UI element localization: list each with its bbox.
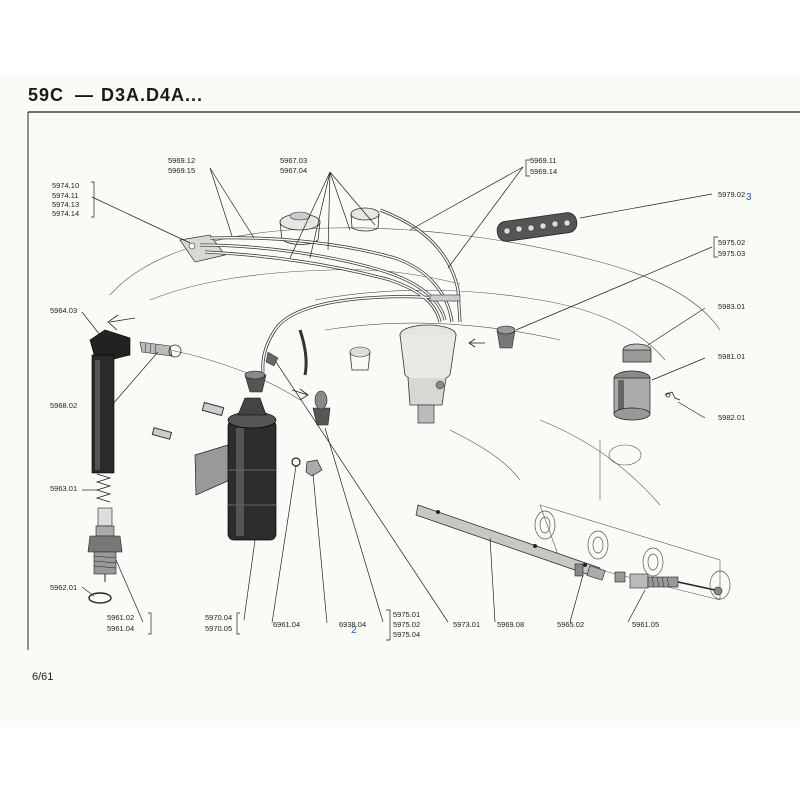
ref-5964-03: 5964.03 bbox=[50, 306, 77, 315]
model-code: 59C bbox=[28, 85, 64, 105]
catalog-sheet bbox=[0, 75, 800, 727]
part-reference-labels: 5969.12 5969.15 5967.03 5967.04 5969.11 … bbox=[50, 156, 745, 639]
ref-5983-01: 5983.01 bbox=[718, 302, 745, 311]
ref-5969-15: 5969.15 bbox=[168, 166, 195, 175]
spark-plug bbox=[87, 507, 123, 582]
coil-boot bbox=[244, 370, 267, 393]
ref-5974-14: 5974.14 bbox=[52, 209, 79, 218]
ref-5974-13: 5974.13 bbox=[52, 200, 79, 209]
ref-5969-12: 5969.12 bbox=[168, 156, 195, 165]
pointer-arrow-coil bbox=[291, 389, 309, 396]
ref-5969-08: 5969.08 bbox=[497, 620, 524, 629]
header-separator: — bbox=[75, 85, 94, 105]
ref-5963-01: 5963.01 bbox=[50, 484, 77, 493]
ref-5965-02: 5965.02 bbox=[557, 620, 584, 629]
handwritten-mark-3: 3 bbox=[746, 192, 752, 203]
ref-5975-03: 5975.03 bbox=[718, 249, 745, 258]
multi-pin-connector bbox=[613, 343, 652, 421]
ref-5975-01: 5975.01 bbox=[393, 610, 420, 619]
ref-5961-05: 5961.05 bbox=[632, 620, 659, 629]
ref-5974-10: 5974.10 bbox=[52, 181, 79, 190]
ref-5975-02-top: 5975.02 bbox=[718, 238, 745, 247]
distributor-cap-boot bbox=[468, 325, 516, 349]
lead-end-boot bbox=[265, 351, 279, 367]
glow-plug bbox=[614, 571, 723, 596]
mounting-stud bbox=[151, 401, 225, 440]
ref-5969-11: 5969.11 bbox=[530, 156, 557, 165]
star-washer bbox=[291, 457, 301, 467]
coil-boot-2 bbox=[312, 390, 331, 426]
ref-5969-14: 5969.14 bbox=[530, 167, 557, 176]
distributor bbox=[399, 324, 457, 424]
ref-5962-01: 5962.01 bbox=[50, 583, 77, 592]
lead-separator-comb bbox=[496, 212, 578, 242]
ref-5967-04: 5967.04 bbox=[280, 166, 307, 175]
lead-separator-clip bbox=[429, 294, 461, 302]
page-number: 6/61 bbox=[32, 671, 53, 683]
hex-nut bbox=[305, 459, 323, 477]
ref-5968-02: 5968.02 bbox=[50, 401, 77, 410]
ref-5961-04: 5961.04 bbox=[107, 624, 134, 633]
ref-5973-01: 5973.01 bbox=[453, 620, 480, 629]
plug-washer bbox=[88, 592, 112, 604]
handwritten-mark-2: 2 bbox=[351, 625, 357, 636]
ref-5982-01: 5982.01 bbox=[718, 413, 745, 422]
ref-5975-04: 5975.04 bbox=[393, 630, 420, 639]
oil-filler-cap bbox=[279, 211, 321, 245]
ref-5981-01: 5981.01 bbox=[718, 352, 745, 361]
left-cable-clip bbox=[179, 234, 226, 263]
ref-6938-04: 6938.04 bbox=[339, 620, 366, 629]
ref-5967-03: 5967.03 bbox=[280, 156, 307, 165]
leader-lines bbox=[81, 159, 718, 641]
contact-spring bbox=[95, 473, 112, 503]
suppressor bbox=[139, 341, 182, 358]
ref-5970-05: 5970.05 bbox=[205, 624, 232, 633]
ref-5975-02-bottom: 5975.02 bbox=[393, 620, 420, 629]
ignition-coil bbox=[194, 397, 277, 541]
model-list: D3A.D4A... bbox=[101, 85, 203, 105]
pointer-arrow-upper bbox=[109, 317, 136, 323]
glow-plug-bores bbox=[534, 510, 731, 600]
bus-bar-nut bbox=[574, 563, 606, 581]
ref-5979-02: 5979.02 bbox=[718, 190, 745, 199]
glow-plug-bus-bar bbox=[415, 504, 601, 579]
ref-5961-02: 5961.02 bbox=[107, 613, 134, 622]
spark-plug-connector bbox=[89, 329, 131, 474]
ref-6961-04: 6961.04 bbox=[273, 620, 300, 629]
ref-5974-11: 5974.11 bbox=[52, 191, 79, 200]
ref-5970-04: 5970.04 bbox=[205, 613, 232, 622]
breather-cap bbox=[350, 207, 380, 232]
cylinder-head-boss bbox=[349, 346, 371, 371]
connector-screw bbox=[664, 391, 681, 401]
